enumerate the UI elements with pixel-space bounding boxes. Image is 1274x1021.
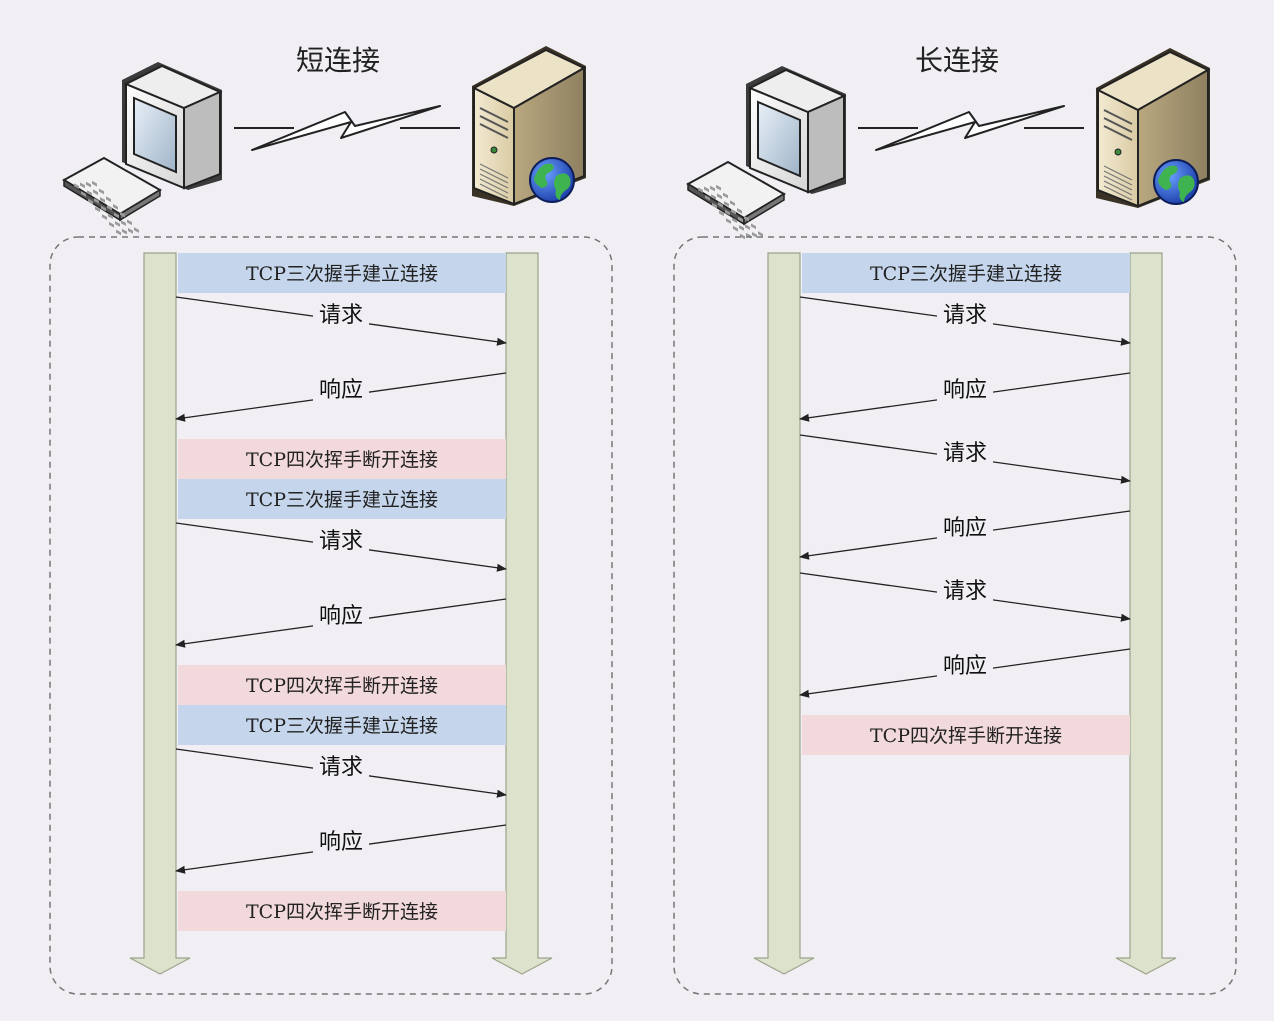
response-message: 响应: [799, 510, 1131, 560]
response-message: 响应: [175, 598, 507, 648]
band-label: TCP四次挥手断开连接: [246, 675, 438, 697]
server-lifeline: [491, 252, 553, 975]
globe-icon: [1153, 159, 1199, 205]
server-lifeline: [1115, 252, 1177, 975]
message-label-bg: [313, 754, 369, 780]
band-label: TCP四次挥手断开连接: [870, 725, 1062, 747]
band-label: TCP三次握手建立连接: [246, 489, 438, 511]
message-label: 请求: [943, 303, 987, 328]
handshake-band: TCP三次握手建立连接: [178, 253, 506, 293]
request-message: 请求: [799, 434, 1131, 484]
message-label: 请求: [319, 303, 363, 328]
request-message: 请求: [799, 572, 1131, 622]
teardown-band: TCP四次挥手断开连接: [802, 715, 1130, 755]
request-message: 请求: [799, 296, 1131, 346]
band-label: TCP四次挥手断开连接: [246, 901, 438, 923]
message-label: 响应: [319, 604, 363, 629]
message-label-bg: [937, 578, 993, 604]
response-message: 响应: [799, 372, 1131, 422]
request-message: 请求: [175, 748, 507, 798]
keyboard-icon: [686, 160, 786, 240]
message-label-bg: [313, 378, 369, 404]
keyboard-icon: [62, 156, 162, 236]
sequence-frame: [49, 236, 613, 995]
message-label-bg: [937, 654, 993, 680]
message-label: 请求: [319, 755, 363, 780]
message-label-bg: [937, 440, 993, 466]
band-label: TCP四次挥手断开连接: [246, 449, 438, 471]
request-message: 请求: [175, 296, 507, 346]
message-label: 请求: [943, 579, 987, 604]
server-tower-icon: [471, 46, 587, 206]
handshake-band: TCP三次握手建立连接: [178, 705, 506, 745]
message-label-bg: [313, 302, 369, 328]
handshake-band: TCP三次握手建立连接: [178, 479, 506, 519]
message-label: 响应: [319, 830, 363, 855]
response-message: 响应: [799, 648, 1131, 698]
sequence-frame: [673, 236, 1237, 995]
teardown-band: TCP四次挥手断开连接: [178, 665, 506, 705]
message-label: 响应: [943, 516, 987, 541]
globe-icon: [529, 157, 575, 203]
response-message: 响应: [175, 372, 507, 422]
response-message: 响应: [175, 824, 507, 874]
band-label: TCP三次握手建立连接: [246, 263, 438, 285]
message-label-bg: [937, 302, 993, 328]
short-connection-panel: 短连接TCP三次握手建立连接请求响应TCP四次挥手断开连接TCP三次握手建立连接…: [49, 44, 613, 995]
message-label: 响应: [943, 378, 987, 403]
panel-title: 短连接: [296, 44, 380, 77]
desktop-computer-icon: [62, 62, 223, 236]
message-label: 响应: [943, 654, 987, 679]
client-lifeline: [129, 252, 191, 975]
message-label-bg: [313, 528, 369, 554]
message-label: 响应: [319, 378, 363, 403]
lightning-link-icon: [858, 105, 1084, 151]
message-label: 请求: [319, 529, 363, 554]
band-label: TCP三次握手建立连接: [870, 263, 1062, 285]
lightning-link-icon: [234, 105, 460, 151]
server-tower-icon: [1095, 48, 1211, 208]
teardown-band: TCP四次挥手断开连接: [178, 891, 506, 931]
message-label-bg: [313, 830, 369, 856]
band-label: TCP三次握手建立连接: [246, 715, 438, 737]
message-label-bg: [937, 378, 993, 404]
handshake-band: TCP三次握手建立连接: [802, 253, 1130, 293]
message-label-bg: [313, 604, 369, 630]
teardown-band: TCP四次挥手断开连接: [178, 439, 506, 479]
message-label: 请求: [943, 441, 987, 466]
panel-title: 长连接: [915, 44, 999, 77]
request-message: 请求: [175, 522, 507, 572]
message-label-bg: [937, 516, 993, 542]
desktop-computer-icon: [686, 66, 847, 240]
client-lifeline: [753, 252, 815, 975]
